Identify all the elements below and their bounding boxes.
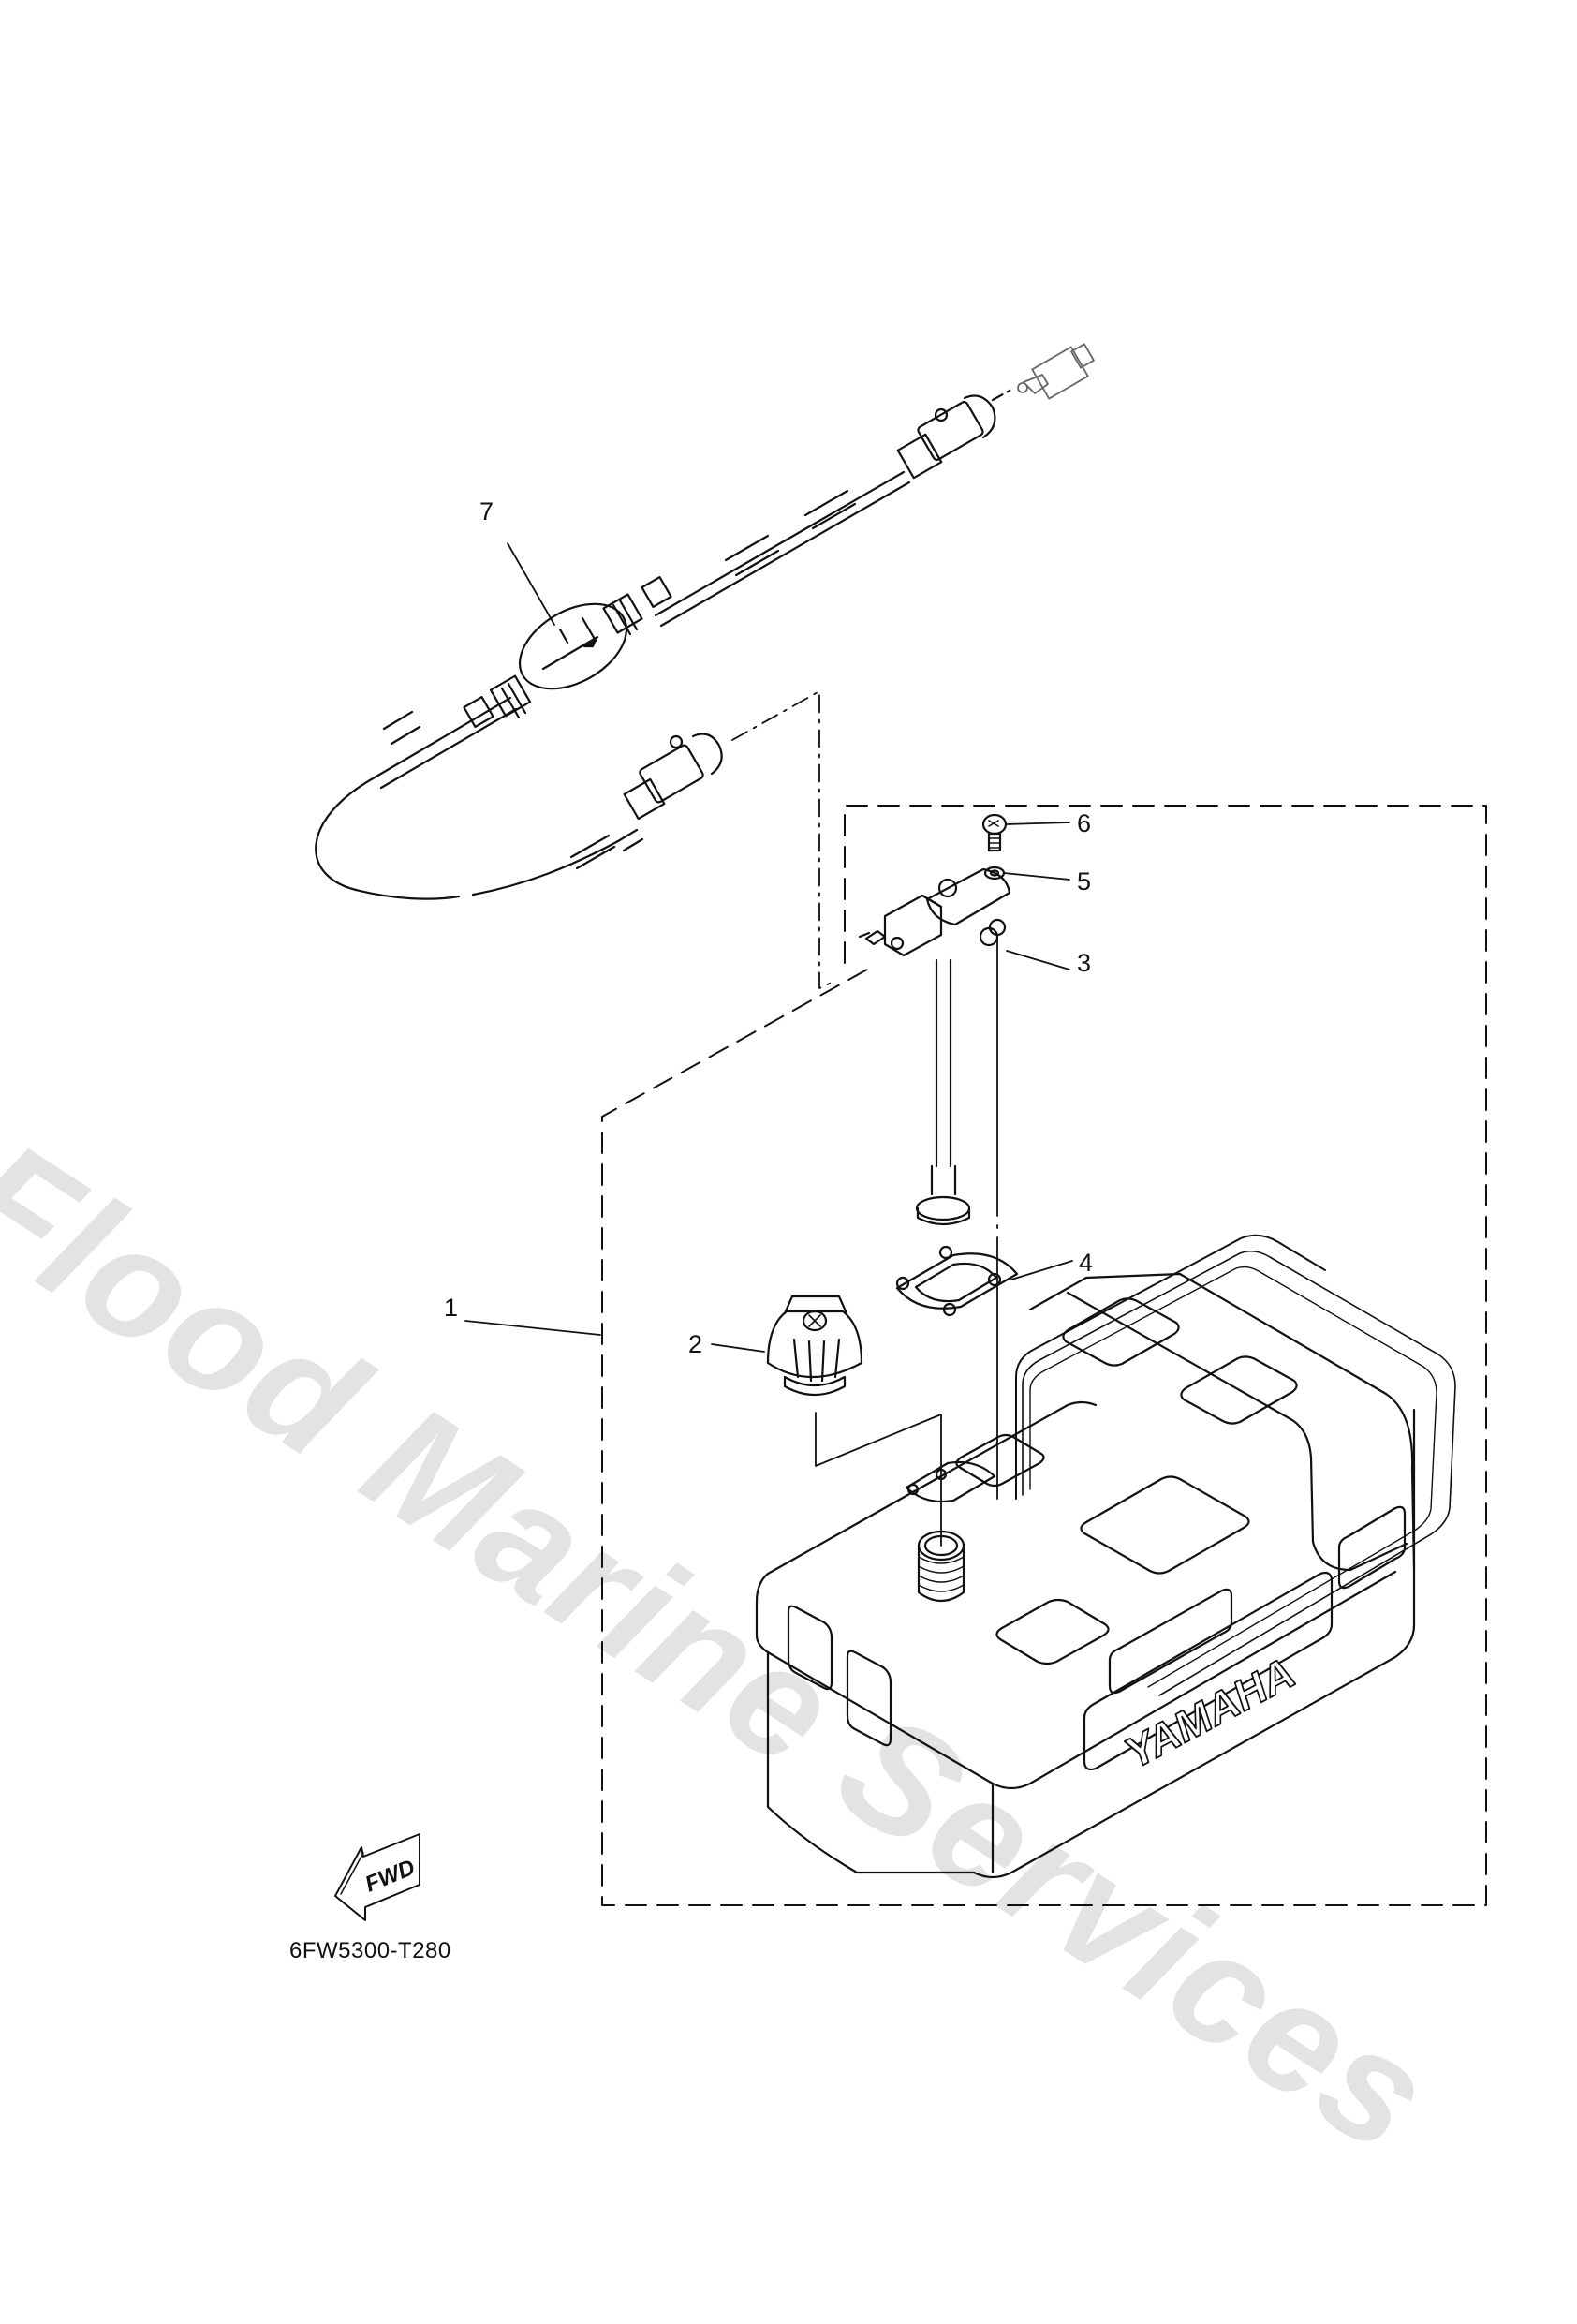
document-code: 6FW5300-T280 xyxy=(289,1938,451,1963)
callout-6: 6 xyxy=(1077,809,1092,837)
gasket-part xyxy=(895,1245,1019,1317)
fuel-tank-body: YAMAHA xyxy=(755,1234,1456,1879)
callout-1: 1 xyxy=(444,1294,459,1322)
filler-neck xyxy=(917,1530,965,1603)
callout-7: 7 xyxy=(479,497,494,525)
upper-hose-coupler xyxy=(896,388,1013,480)
fuel-hose-assembly xyxy=(315,343,1095,989)
screw-part xyxy=(981,813,1008,852)
lower-hose-coupler xyxy=(623,733,723,821)
fuel-pickup-unit xyxy=(858,867,1011,1500)
engine-fuel-connector xyxy=(1017,343,1095,400)
leader-lines xyxy=(464,542,1073,1353)
primer-bulb xyxy=(463,576,672,728)
callout-2: 2 xyxy=(688,1330,703,1358)
callout-4: 4 xyxy=(1079,1249,1094,1277)
callout-5: 5 xyxy=(1077,867,1092,896)
callout-3: 3 xyxy=(1077,949,1092,977)
fuel-cap-part xyxy=(766,1295,942,1547)
fwd-arrow-icon: FWD xyxy=(334,1833,420,1921)
assembly-boundary xyxy=(601,805,1487,1906)
